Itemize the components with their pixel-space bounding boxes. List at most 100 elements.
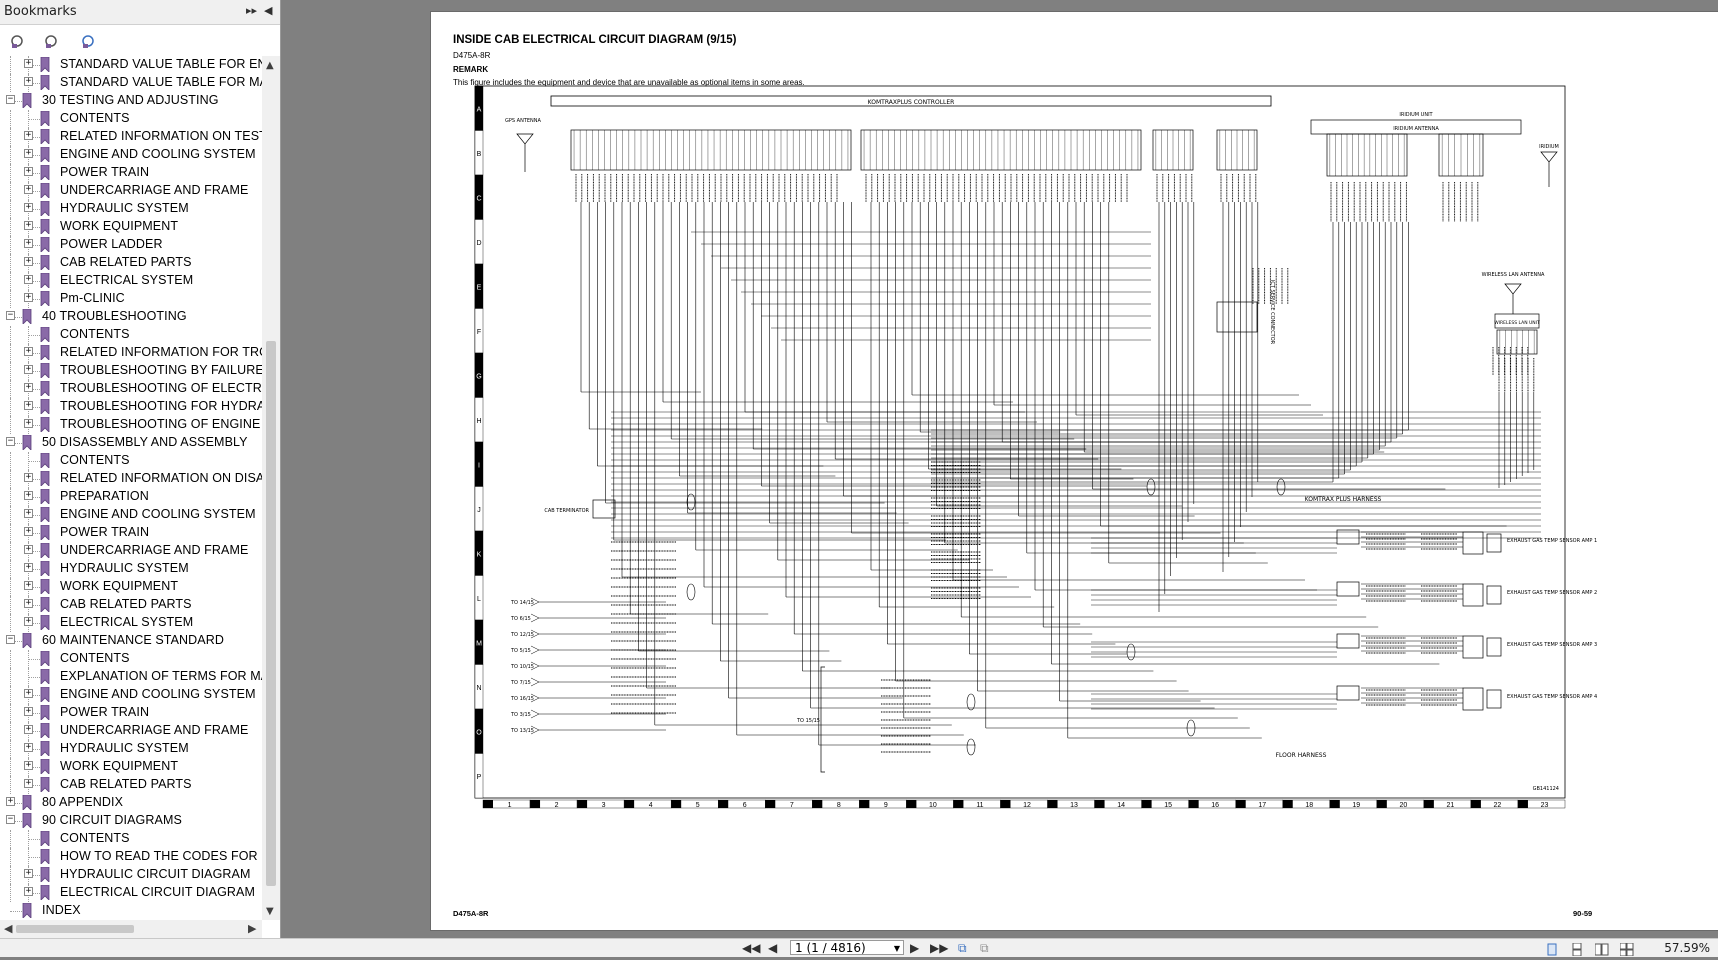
expand-icon[interactable]: +	[24, 490, 33, 500]
first-page-icon[interactable]: ◀◀	[742, 941, 761, 955]
last-page-icon[interactable]: ▶▶	[930, 941, 949, 955]
bookmark-item[interactable]: +POWER TRAIN	[0, 704, 262, 722]
bookmarks-horizontal-scrollbar[interactable]: ◀ ▶	[0, 920, 262, 938]
bookmark-item[interactable]: +TROUBLESHOOTING BY FAILURE C	[0, 362, 262, 380]
continuous-view-icon[interactable]	[1570, 941, 1584, 957]
scroll-up-icon[interactable]: ▲	[266, 60, 274, 71]
expand-icon[interactable]: +	[24, 256, 33, 266]
expand-icon[interactable]: +	[24, 580, 33, 590]
bookmark-item[interactable]: +WORK EQUIPMENT	[0, 218, 262, 236]
bookmark-item[interactable]: +STANDARD VALUE TABLE FOR ENG	[0, 56, 262, 74]
expand-icon[interactable]: +	[24, 472, 33, 482]
bookmark-item[interactable]: +POWER LADDER	[0, 236, 262, 254]
collapse-icon[interactable]: −	[6, 94, 15, 104]
expand-icon[interactable]: +	[24, 382, 33, 392]
find-bookmark-icon[interactable]	[44, 33, 60, 49]
bookmark-item[interactable]: +RELATED INFORMATION FOR TROU	[0, 344, 262, 362]
bookmark-item[interactable]: +UNDERCARRIAGE AND FRAME	[0, 722, 262, 740]
expand-icon[interactable]: +	[24, 274, 33, 284]
collapse-icon[interactable]: −	[6, 814, 15, 824]
expand-icon[interactable]: +	[24, 688, 33, 698]
page-dropdown-icon[interactable]: ▼	[893, 944, 900, 953]
collapse-panel-icon[interactable]: ◀	[264, 4, 273, 17]
expand-icon[interactable]: +	[24, 760, 33, 770]
expand-bookmark-icon[interactable]	[10, 33, 26, 49]
previous-view-icon[interactable]: ⧉	[958, 941, 967, 955]
expand-icon[interactable]: +	[24, 526, 33, 536]
zoom-level[interactable]: 57.59%	[1664, 941, 1710, 955]
previous-page-icon[interactable]: ◀	[768, 941, 778, 955]
expand-icon[interactable]: +	[24, 130, 33, 140]
bookmark-item[interactable]: CONTENTS	[0, 650, 262, 668]
expand-icon[interactable]: +	[24, 220, 33, 230]
expand-icon[interactable]: +	[24, 346, 33, 356]
bookmark-item[interactable]: CONTENTS	[0, 452, 262, 470]
expand-icon[interactable]: +	[24, 292, 33, 302]
bookmark-item[interactable]: +UNDERCARRIAGE AND FRAME	[0, 182, 262, 200]
bookmark-item[interactable]: +TROUBLESHOOTING FOR HYDRAUL	[0, 398, 262, 416]
expand-icon[interactable]: +	[24, 868, 33, 878]
bookmark-item[interactable]: +CAB RELATED PARTS	[0, 596, 262, 614]
page-number-field[interactable]: 1 (1 / 4816) ▼	[790, 940, 904, 955]
bookmark-options-icon[interactable]	[80, 33, 96, 49]
bookmark-item[interactable]: +STANDARD VALUE TABLE FOR MA	[0, 74, 262, 92]
facing-view-icon[interactable]	[1594, 941, 1609, 956]
bookmark-item[interactable]: +ELECTRICAL SYSTEM	[0, 614, 262, 632]
expand-icon[interactable]: +	[24, 58, 33, 68]
expand-icon[interactable]: +	[24, 562, 33, 572]
expand-icon[interactable]: +	[24, 544, 33, 554]
expand-icon[interactable]: +	[24, 508, 33, 518]
expand-icon[interactable]: +	[24, 598, 33, 608]
expand-panel-icon[interactable]: ▸▸	[246, 4, 258, 17]
expand-icon[interactable]: +	[24, 364, 33, 374]
expand-icon[interactable]: +	[24, 724, 33, 734]
bookmark-item[interactable]: −30 TESTING AND ADJUSTING	[0, 92, 262, 110]
bookmark-item[interactable]: +PREPARATION	[0, 488, 262, 506]
expand-icon[interactable]: +	[6, 796, 15, 806]
scroll-down-icon[interactable]: ▼	[266, 906, 274, 917]
expand-icon[interactable]: +	[24, 616, 33, 626]
bookmark-item[interactable]: +TROUBLESHOOTING OF ELECTRICA	[0, 380, 262, 398]
bookmark-item[interactable]: +TROUBLESHOOTING OF ENGINE (S	[0, 416, 262, 434]
scroll-right-icon[interactable]: ▶	[248, 922, 257, 935]
bookmark-item[interactable]: +CAB RELATED PARTS	[0, 254, 262, 272]
bookmark-item[interactable]: +RELATED INFORMATION ON TESTI	[0, 128, 262, 146]
bookmark-item[interactable]: CONTENTS	[0, 326, 262, 344]
bookmarks-vertical-scrollbar[interactable]: ▲ ▼	[262, 56, 280, 920]
expand-icon[interactable]: +	[24, 400, 33, 410]
bookmark-item[interactable]: +WORK EQUIPMENT	[0, 758, 262, 776]
bookmark-item[interactable]: +HYDRAULIC SYSTEM	[0, 200, 262, 218]
expand-icon[interactable]: +	[24, 742, 33, 752]
next-view-icon[interactable]: ⧉	[980, 941, 989, 955]
bookmark-item[interactable]: EXPLANATION OF TERMS FOR MAI	[0, 668, 262, 686]
expand-icon[interactable]: +	[24, 166, 33, 176]
vertical-scroll-thumb[interactable]	[266, 341, 276, 886]
expand-icon[interactable]: +	[24, 886, 33, 896]
single-page-view-icon[interactable]	[1545, 941, 1559, 956]
expand-icon[interactable]: +	[24, 148, 33, 158]
bookmark-item[interactable]: +HYDRAULIC SYSTEM	[0, 560, 262, 578]
bookmark-item[interactable]: +UNDERCARRIAGE AND FRAME	[0, 542, 262, 560]
next-page-icon[interactable]: ▶	[910, 941, 920, 955]
bookmark-item[interactable]: +POWER TRAIN	[0, 524, 262, 542]
bookmark-item[interactable]: −40 TROUBLESHOOTING	[0, 308, 262, 326]
bookmark-item[interactable]: INDEX	[0, 902, 262, 920]
expand-icon[interactable]: +	[24, 238, 33, 248]
expand-icon[interactable]: +	[24, 706, 33, 716]
continuous-facing-view-icon[interactable]	[1619, 941, 1634, 957]
collapse-icon[interactable]: −	[6, 310, 15, 320]
expand-icon[interactable]: +	[24, 778, 33, 788]
bookmark-item[interactable]: +ENGINE AND COOLING SYSTEM	[0, 146, 262, 164]
collapse-icon[interactable]: −	[6, 634, 15, 644]
expand-icon[interactable]: +	[24, 184, 33, 194]
document-view[interactable]: INSIDE CAB ELECTRICAL CIRCUIT DIAGRAM (9…	[281, 0, 1718, 938]
bookmark-item[interactable]: HOW TO READ THE CODES FOR EI	[0, 848, 262, 866]
bookmark-item[interactable]: +POWER TRAIN	[0, 164, 262, 182]
scroll-left-icon[interactable]: ◀	[4, 922, 13, 935]
bookmark-item[interactable]: +RELATED INFORMATION ON DISAS	[0, 470, 262, 488]
bookmark-item[interactable]: +ELECTRICAL CIRCUIT DIAGRAM	[0, 884, 262, 902]
collapse-icon[interactable]: −	[6, 436, 15, 446]
bookmark-item[interactable]: +ELECTRICAL SYSTEM	[0, 272, 262, 290]
bookmark-item[interactable]: CONTENTS	[0, 110, 262, 128]
bookmark-item[interactable]: +ENGINE AND COOLING SYSTEM	[0, 506, 262, 524]
